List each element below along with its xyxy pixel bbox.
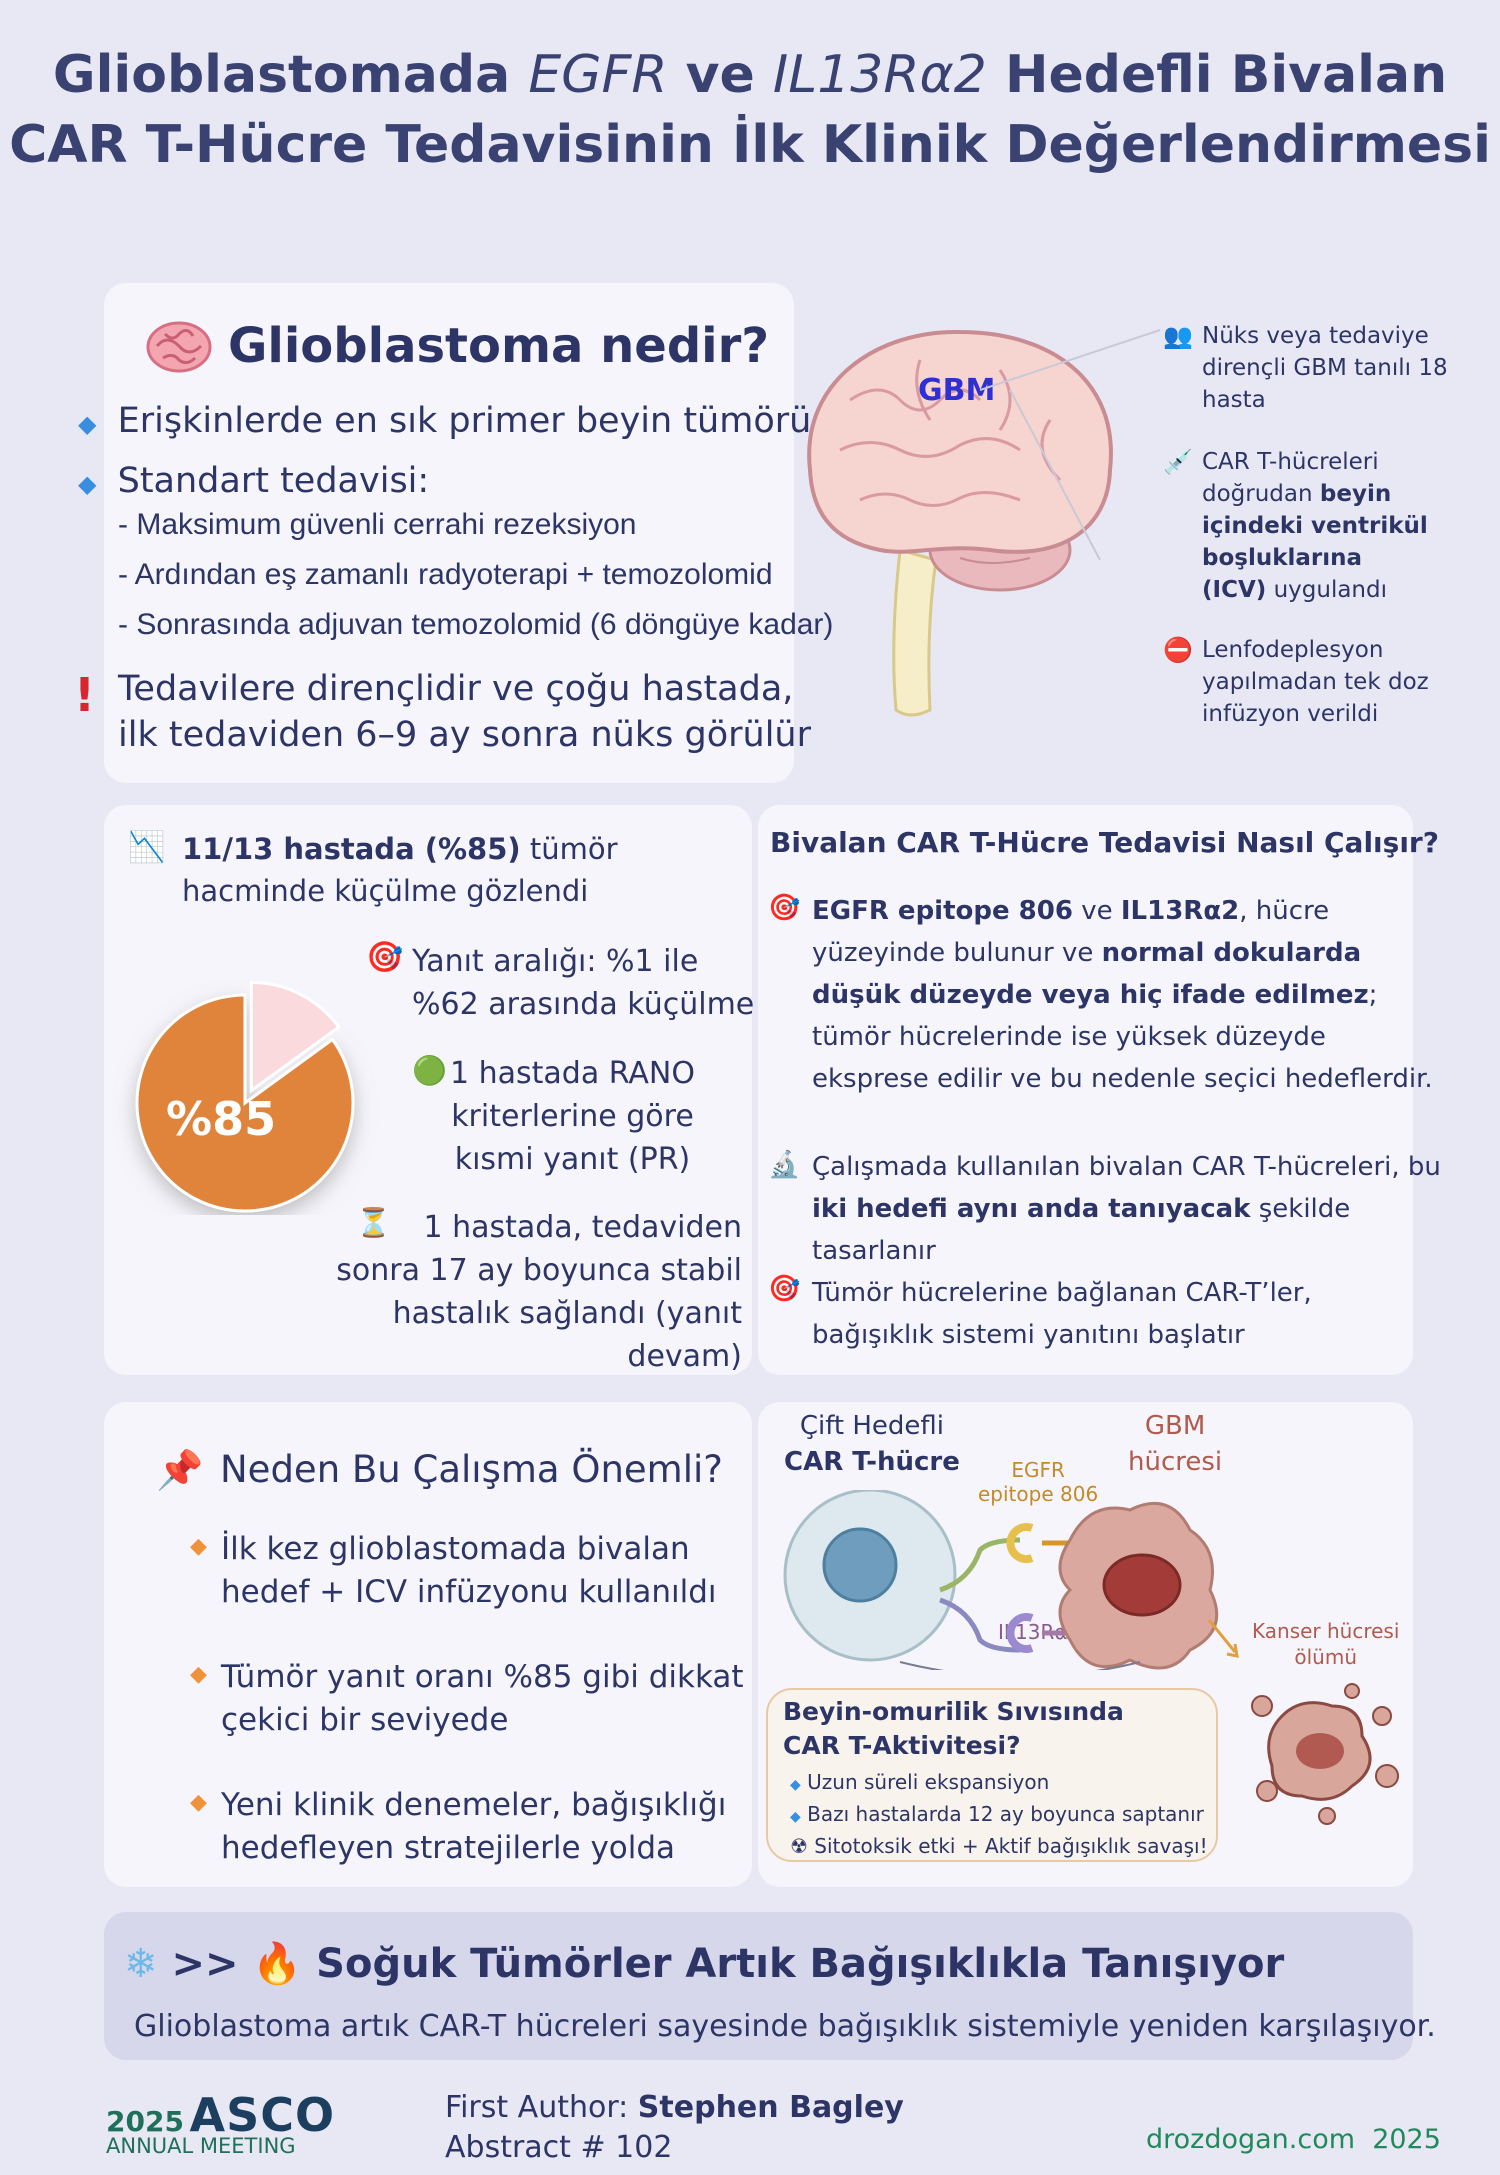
what-is-item-1: ◆ Erişkinlerde en sık primer beyin tümör… bbox=[78, 401, 812, 441]
mechanism-p2: Çalışmada kullanılan bivalan CAR T-hücre… bbox=[812, 1152, 1441, 1266]
mechanism-p1: EGFR epitope 806 ve IL13Rα2, hücre yüzey… bbox=[812, 896, 1433, 1094]
chart-down-icon: 📉 bbox=[128, 830, 166, 865]
what-is-item-2: ◆ Standart tedavisi: bbox=[78, 461, 430, 501]
banner bbox=[104, 1912, 1413, 2060]
note-icv: CAR T-hücreleri doğrudan beyin içindeki … bbox=[1202, 449, 1428, 603]
what-is-heading: Glioblastoma nedir? bbox=[228, 318, 770, 374]
warning-text: Tedavilere dirençlidir ve çoğu hastada, … bbox=[118, 669, 811, 755]
response-pie-chart bbox=[135, 981, 355, 1213]
car-t-nucleus bbox=[822, 1527, 898, 1603]
callout-lines bbox=[980, 329, 1161, 561]
why-heading: Neden Bu Çalışma Önemli? bbox=[220, 1448, 723, 1491]
pie-slice-1 bbox=[135, 993, 355, 1213]
standard-step-1: - Maksimum güvenli cerrahi rezeksiyon bbox=[118, 508, 637, 541]
what-is-card bbox=[104, 283, 794, 783]
results-headline: 11/13 hastada (%85) tümör hacminde küçül… bbox=[182, 832, 618, 908]
green-circle-icon: 🟢 bbox=[412, 1054, 447, 1087]
standard-step-2: - Ardından eş zamanlı radyoterapi + temo… bbox=[118, 558, 773, 591]
no-entry-icon: ⛔ bbox=[1163, 636, 1193, 664]
response-range: Yanıt aralığı: %1 ile%62 arasında küçülm… bbox=[412, 944, 755, 1022]
gbm-nucleus bbox=[1102, 1553, 1182, 1617]
hourglass-icon: ⏳ bbox=[356, 1206, 391, 1239]
page-title: Glioblastomada EGFR ve IL13Rα2 Hedefli B… bbox=[9, 45, 1491, 175]
target-icon: 🎯 bbox=[768, 893, 801, 923]
note-patients: Nüks veya tedaviye dirençli GBM tanılı 1… bbox=[1202, 323, 1448, 413]
pie-label: %85 bbox=[166, 1092, 277, 1146]
pie-slice-2 bbox=[249, 981, 341, 1094]
author-block: First Author: Stephen Bagley Abstract # … bbox=[445, 2090, 904, 2165]
banner-text: Glioblastoma artık CAR-T hücreleri sayes… bbox=[134, 2009, 1436, 2044]
banner-heading-row: ❄ >> 🔥 Soğuk Tümörler Artık Bağışıklıkla… bbox=[124, 1941, 1285, 1987]
mechanism-p3: Tümör hücrelerine bağlanan CAR-T’ler, ba… bbox=[812, 1278, 1312, 1350]
why-bullet-icon: ◆ bbox=[190, 1662, 207, 1687]
il13-receptor bbox=[1006, 1613, 1034, 1653]
asco-meeting: ANNUAL MEETING bbox=[106, 2134, 296, 2158]
what-is-heading-row bbox=[145, 318, 213, 380]
mechanism-card bbox=[758, 805, 1413, 1375]
dying-cell-icon bbox=[1251, 1683, 1399, 1825]
why-card bbox=[104, 1402, 752, 1887]
exclamation-icon: ! bbox=[74, 668, 95, 722]
pushpin-icon: 📌 bbox=[156, 1448, 204, 1492]
patients-icon: 👥 bbox=[1163, 322, 1193, 350]
asco-logo: 2025 ASCO bbox=[106, 2088, 336, 2142]
syringe-icon: 💉 bbox=[1163, 448, 1193, 476]
standard-step-3: - Sonrasında adjuvan temozolomid (6 döng… bbox=[118, 608, 834, 641]
gbm-label: GBM bbox=[918, 373, 996, 408]
why-bullet-icon: ◆ bbox=[190, 1790, 207, 1815]
mechanism-heading: Bivalan CAR T-Hücre Tedavisi Nasıl Çalış… bbox=[770, 826, 1439, 859]
microscope-icon: 🔬 bbox=[768, 1150, 801, 1180]
why-bullet-icon: ◆ bbox=[190, 1534, 207, 1559]
fire-icon: 🔥 bbox=[252, 1941, 303, 1987]
snowflake-icon: ❄ bbox=[124, 1941, 158, 1987]
csf-box bbox=[766, 1688, 1218, 1862]
brain-illustration bbox=[807, 329, 1113, 717]
target-icon: 🎯 bbox=[366, 940, 404, 975]
egfr-receptor bbox=[1006, 1523, 1034, 1563]
diamond-bullet-icon: ◆ bbox=[78, 410, 97, 438]
arrow-down-icon bbox=[1207, 1619, 1239, 1658]
diamond-bullet-icon: ◆ bbox=[78, 470, 97, 498]
car-t-binding-diagram bbox=[783, 1490, 1219, 1670]
radioactive-icon: ☢ bbox=[790, 1834, 808, 1858]
website: drozdogan.com 2025 bbox=[1146, 2124, 1441, 2155]
brain-icon bbox=[145, 318, 213, 380]
csf-list: ◆ Uzun süreli ekspansiyon ◆ Bazı hastala… bbox=[790, 1770, 1208, 1858]
diamond-bullet-icon: ◆ bbox=[790, 1809, 801, 1825]
diamond-bullet-icon: ◆ bbox=[790, 1777, 801, 1793]
target-icon: 🎯 bbox=[768, 1274, 801, 1304]
note-lymphodepletion: Lenfodeplesyon yapılmadan tek doz infüzy… bbox=[1202, 637, 1429, 727]
